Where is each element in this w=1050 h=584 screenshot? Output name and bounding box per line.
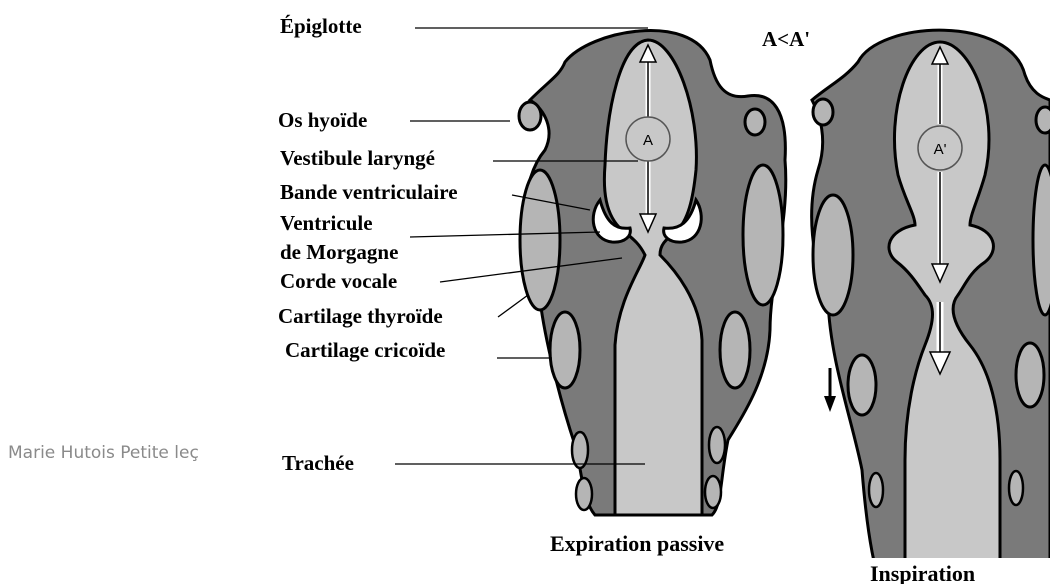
comparison-label: A<A' bbox=[762, 27, 810, 51]
thyroid-cartilage-right bbox=[1033, 165, 1050, 315]
thyroid-cartilage-left bbox=[813, 195, 853, 315]
tracheal-ring bbox=[572, 432, 588, 468]
leader-thyroide bbox=[498, 295, 528, 317]
area-marker-a-prime-label: A' bbox=[934, 141, 947, 158]
thyroid-cartilage-right bbox=[743, 165, 783, 305]
label-bande: Bande ventriculaire bbox=[280, 180, 458, 204]
thyroid-cartilage-left bbox=[520, 170, 560, 310]
tracheal-ring bbox=[576, 478, 592, 510]
larynx-expiration: A Expiration passive bbox=[519, 31, 786, 556]
label-epiglotte: Épiglotte bbox=[280, 14, 362, 38]
hyoid-left bbox=[519, 102, 541, 130]
cricoid-cartilage-left bbox=[848, 355, 876, 415]
credit-text: Marie Hutois Petite leç bbox=[8, 443, 199, 463]
tracheal-ring bbox=[705, 476, 721, 508]
tracheal-ring bbox=[709, 427, 725, 463]
tracheal-ring bbox=[1009, 471, 1023, 505]
label-morgagne: de Morgagne bbox=[280, 240, 398, 264]
label-os-hyoide: Os hyoïde bbox=[278, 108, 367, 132]
hyoid-right bbox=[1036, 107, 1050, 133]
label-thyroide: Cartilage thyroïde bbox=[278, 304, 443, 328]
label-cricoide: Cartilage cricoïde bbox=[285, 338, 445, 362]
inspiration-caption: Inspiration bbox=[870, 561, 975, 584]
hyoid-right bbox=[745, 109, 765, 135]
tracheal-ring bbox=[869, 473, 883, 507]
label-corde: Corde vocale bbox=[280, 269, 397, 293]
cricoid-cartilage-left bbox=[550, 312, 580, 388]
cricoid-cartilage-right bbox=[1016, 343, 1044, 407]
label-ventricule: Ventricule bbox=[280, 211, 373, 235]
area-marker-a-label: A bbox=[643, 132, 653, 149]
cricoid-cartilage-right bbox=[720, 312, 750, 388]
hyoid-left bbox=[813, 99, 833, 125]
label-trachee: Trachée bbox=[282, 451, 354, 475]
expiration-caption: Expiration passive bbox=[550, 531, 724, 556]
larynx-inspiration: A' Inspiration bbox=[812, 30, 1050, 584]
label-vestibule: Vestibule laryngé bbox=[280, 146, 435, 170]
